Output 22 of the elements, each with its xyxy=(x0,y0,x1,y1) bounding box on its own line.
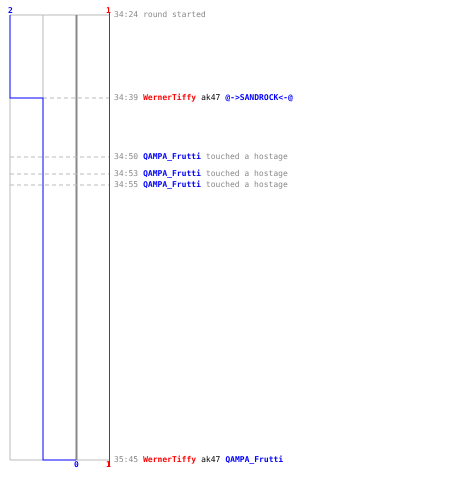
event-text: touched a hostage xyxy=(206,180,288,190)
count-label: 1 xyxy=(106,461,111,469)
event-text: touched a hostage xyxy=(206,152,288,162)
time-label: 34:55 xyxy=(114,180,138,190)
player-name: QAMPA_Frutti xyxy=(143,180,201,190)
event-text: touched a hostage xyxy=(206,169,288,179)
player-name: WernerTiffy xyxy=(143,93,196,103)
time-label: 34:24 xyxy=(114,10,138,20)
weapon-name: ak47 xyxy=(201,93,220,103)
time-label: 35:45 xyxy=(114,455,138,465)
count-label: 2 xyxy=(8,7,13,15)
count-label: 0 xyxy=(74,461,79,469)
player-name: QAMPA_Frutti xyxy=(143,152,201,162)
time-label: 34:53 xyxy=(114,169,138,179)
player-name: @->SANDROCK<-@ xyxy=(225,93,293,103)
player-name: WernerTiffy xyxy=(143,455,196,465)
player-name: QAMPA_Frutti xyxy=(225,455,284,465)
time-label: 34:50 xyxy=(114,152,138,162)
weapon-name: ak47 xyxy=(201,455,220,465)
time-label: 34:39 xyxy=(114,93,138,103)
player-name: QAMPA_Frutti xyxy=(143,169,201,179)
event-text: round started xyxy=(143,10,206,20)
